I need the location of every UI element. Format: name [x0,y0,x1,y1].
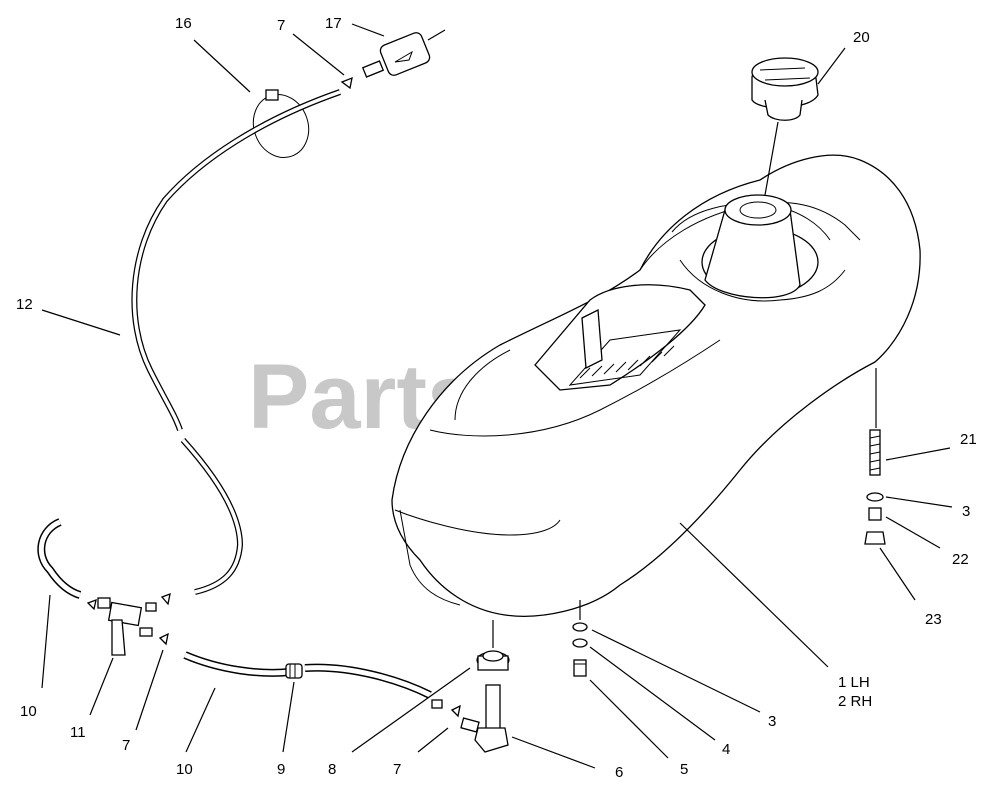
callout-10: 10 [176,761,193,778]
hose-clamp-icon[interactable] [450,704,461,718]
callout-21: 21 [960,431,977,448]
callout-3: 3 [962,503,970,520]
callout-7: 7 [393,761,401,778]
callout-23: 23 [925,611,942,628]
grommet-bushing[interactable] [476,650,510,671]
callout-9: 9 [277,761,285,778]
callout-8: 8 [328,761,336,778]
shutoff-valve[interactable] [97,597,157,656]
fuel-tank[interactable] [391,154,921,617]
callout-10: 10 [20,703,37,720]
callout-22: 22 [952,551,969,568]
fuel-filter[interactable] [361,29,446,78]
fuel-cap[interactable] [751,57,819,121]
hose-end-fitting[interactable] [431,699,443,709]
leader-lines [41,23,953,769]
callout-4: 4 [722,741,730,758]
hose-connector-9[interactable] [285,663,303,679]
callout-7: 7 [122,737,130,754]
callout-5: 5 [680,761,688,778]
callout-20: 20 [853,29,870,46]
hose-clamp-icon[interactable] [340,76,353,90]
hose-clamp-icon[interactable] [86,598,97,611]
callout-3: 3 [768,713,776,730]
hose-clamp-icon[interactable] [158,632,169,646]
mounting-hardware-bottom[interactable] [572,622,588,677]
callout-1-lh: 1 LH [838,674,870,691]
callout-11: 11 [70,724,86,741]
clamp-16[interactable] [245,87,318,166]
callout-12: 12 [16,296,33,313]
elbow-fitting[interactable] [460,684,509,753]
hose-clamp-icon[interactable] [160,592,171,606]
callout-6: 6 [615,764,623,781]
mounting-hardware-right[interactable] [864,429,886,545]
callout-16: 16 [175,15,192,32]
cap-leader-line [764,121,779,196]
callout-7: 7 [277,17,285,34]
callout-17: 17 [325,15,342,32]
callout-2-rh: 2 RH [838,693,872,710]
